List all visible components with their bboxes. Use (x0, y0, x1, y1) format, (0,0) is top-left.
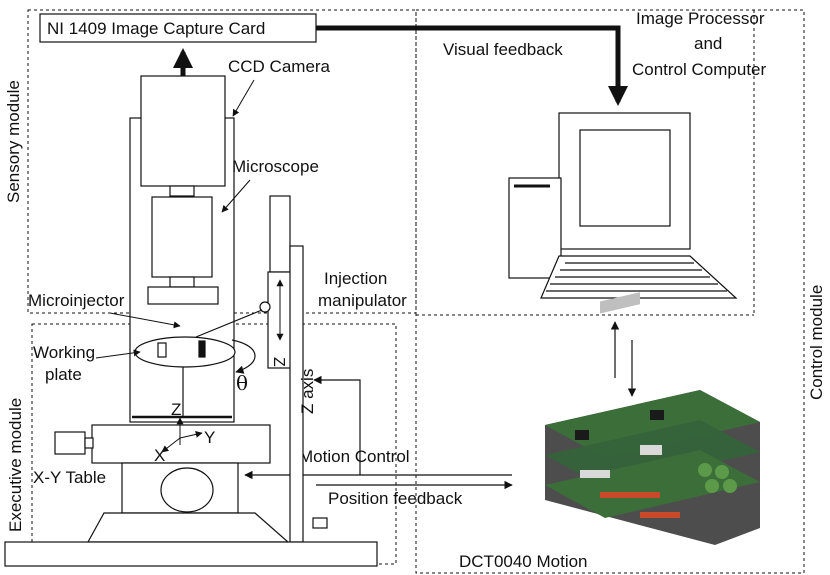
injection-label-2: manipulator (318, 291, 407, 310)
ccd-camera-pointer (232, 79, 255, 117)
executive-module-label: Executive module (6, 398, 25, 532)
working-plate-label-1: Working (33, 343, 95, 362)
working-plate-label-2: plate (45, 365, 82, 384)
xy-table (4, 424, 378, 567)
image-processor-label-1: Image Processor (636, 9, 765, 28)
sensory-module-label: Sensory module (4, 80, 23, 203)
xy-table-label: X-Y Table (33, 468, 106, 487)
table-z-label: Z (171, 400, 181, 419)
microinjector-label: Microinjector (28, 291, 125, 310)
microinjector-pointer (109, 312, 181, 329)
control-module-label: Control module (807, 285, 826, 400)
table-y-axis (179, 430, 203, 439)
visual-feedback-arrow (316, 25, 628, 106)
rotation-arrow (231, 339, 256, 374)
manipulator-z-label: Z (270, 357, 287, 367)
microscope-label: Microscope (232, 157, 319, 176)
z-axis-label: Z axis (298, 369, 317, 414)
ccd-camera-label: CCD Camera (228, 57, 331, 76)
z-axis-control-arrow (313, 375, 361, 475)
dct-motion-board (545, 292, 760, 545)
capture-card-box (39, 13, 317, 43)
microscope-pointer (221, 179, 251, 213)
injection-label-1: Injection (324, 269, 387, 288)
position-feedback-label: Position feedback (328, 489, 463, 508)
visual-feedback-label: Visual feedback (443, 40, 563, 59)
dct-motion-label: DCT0040 Motion (459, 552, 588, 571)
table-x-label: X (154, 446, 165, 465)
control-module-boundary (415, 9, 805, 574)
working-plate-pointer (95, 349, 141, 359)
theta-label: θ (236, 371, 248, 395)
microscope-stand (129, 75, 235, 423)
table-x-axis (161, 437, 181, 453)
image-processor-label-3: Control Computer (632, 60, 767, 79)
table-y-label: Y (204, 428, 215, 447)
control-computer (508, 112, 738, 299)
capture-card-label: NI 1409 Image Capture Card (47, 19, 265, 38)
motion-control-label: Motion Control (299, 447, 410, 466)
image-processor-label-2: and (694, 34, 722, 53)
